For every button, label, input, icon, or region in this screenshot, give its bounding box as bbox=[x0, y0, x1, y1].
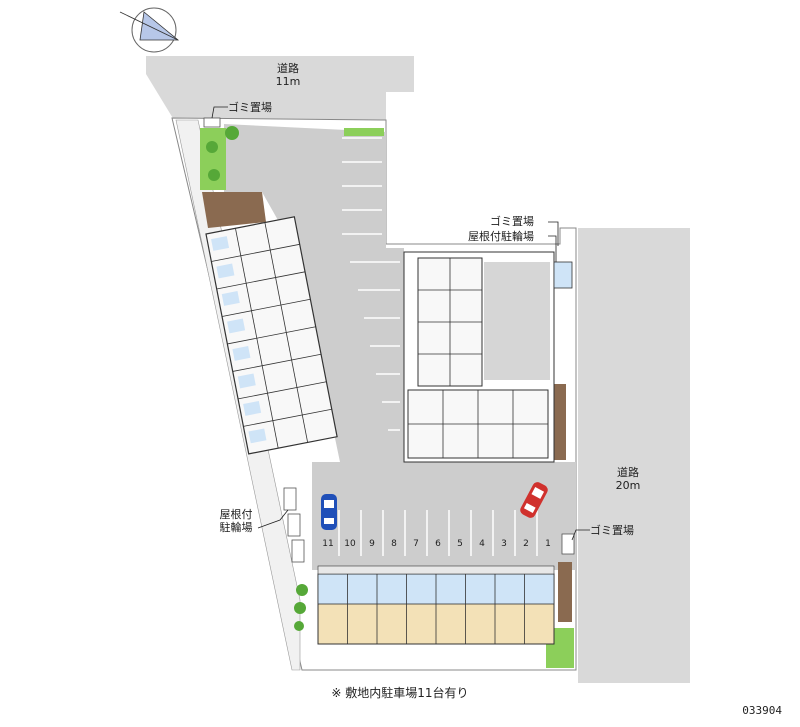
road-width: 20m bbox=[615, 479, 641, 492]
stall-number: 5 bbox=[457, 539, 463, 549]
road-name: 道路 bbox=[277, 62, 299, 75]
tree bbox=[225, 126, 239, 140]
tree bbox=[296, 584, 308, 596]
tree bbox=[206, 141, 218, 153]
north-parking-lot bbox=[224, 124, 404, 462]
north-arrow-icon bbox=[119, 7, 180, 53]
bicycle-shed-west bbox=[283, 487, 305, 563]
center-building bbox=[403, 251, 573, 463]
stall-number: 7 bbox=[413, 539, 419, 549]
bicycle-label-line2: 駐輪場 bbox=[219, 521, 253, 534]
north-road-label: 道路 11m bbox=[260, 62, 316, 88]
brick-strip-south bbox=[558, 562, 572, 622]
red-car bbox=[520, 482, 548, 518]
stall-number: 11 bbox=[322, 539, 333, 549]
brick-strip-east bbox=[552, 384, 566, 460]
road-width: 11m bbox=[275, 75, 301, 88]
blue-car bbox=[321, 494, 337, 530]
property-code: 033904 bbox=[742, 704, 782, 717]
stall-number: 2 bbox=[523, 539, 529, 549]
stall-number: 3 bbox=[501, 539, 507, 549]
stall-number: 8 bbox=[391, 539, 397, 549]
stall-number: 9 bbox=[369, 539, 375, 549]
bicycle-label-line1: 屋根付 bbox=[219, 508, 253, 521]
bicycle-label-center: 屋根付駐輪場 bbox=[468, 230, 534, 243]
road-name: 道路 bbox=[617, 466, 639, 479]
north-stall-lines bbox=[342, 137, 400, 431]
stall-numbers: 11 10 9 8 7 6 5 4 3 2 1 bbox=[322, 539, 551, 549]
garbage-label-center: ゴミ置場 bbox=[490, 215, 534, 228]
garbage-label-east: ゴミ置場 bbox=[590, 524, 634, 537]
green-strip-north bbox=[344, 128, 384, 136]
leader-lines bbox=[211, 106, 590, 541]
bicycle-label-west: 屋根付 駐輪場 bbox=[212, 508, 260, 534]
stall-number: 10 bbox=[344, 539, 356, 549]
east-road bbox=[578, 228, 690, 683]
south-building bbox=[317, 565, 555, 645]
garbage-box-nw bbox=[203, 117, 221, 128]
garbage-box-east bbox=[561, 533, 575, 555]
stall-number: 1 bbox=[545, 539, 551, 549]
brick-area-west bbox=[202, 192, 266, 228]
west-building bbox=[205, 216, 338, 455]
stall-number: 6 bbox=[435, 539, 441, 549]
parking-caption: ※ 敷地内駐車場11台有り bbox=[331, 686, 469, 700]
tree bbox=[294, 621, 304, 631]
tree bbox=[294, 602, 306, 614]
stall-number: 4 bbox=[479, 539, 485, 549]
north-road bbox=[146, 56, 414, 120]
tree bbox=[208, 169, 220, 181]
garbage-label-nw: ゴミ置場 bbox=[228, 101, 272, 114]
east-road-label: 道路 20m bbox=[600, 466, 656, 492]
south-stall-lines bbox=[338, 510, 538, 556]
